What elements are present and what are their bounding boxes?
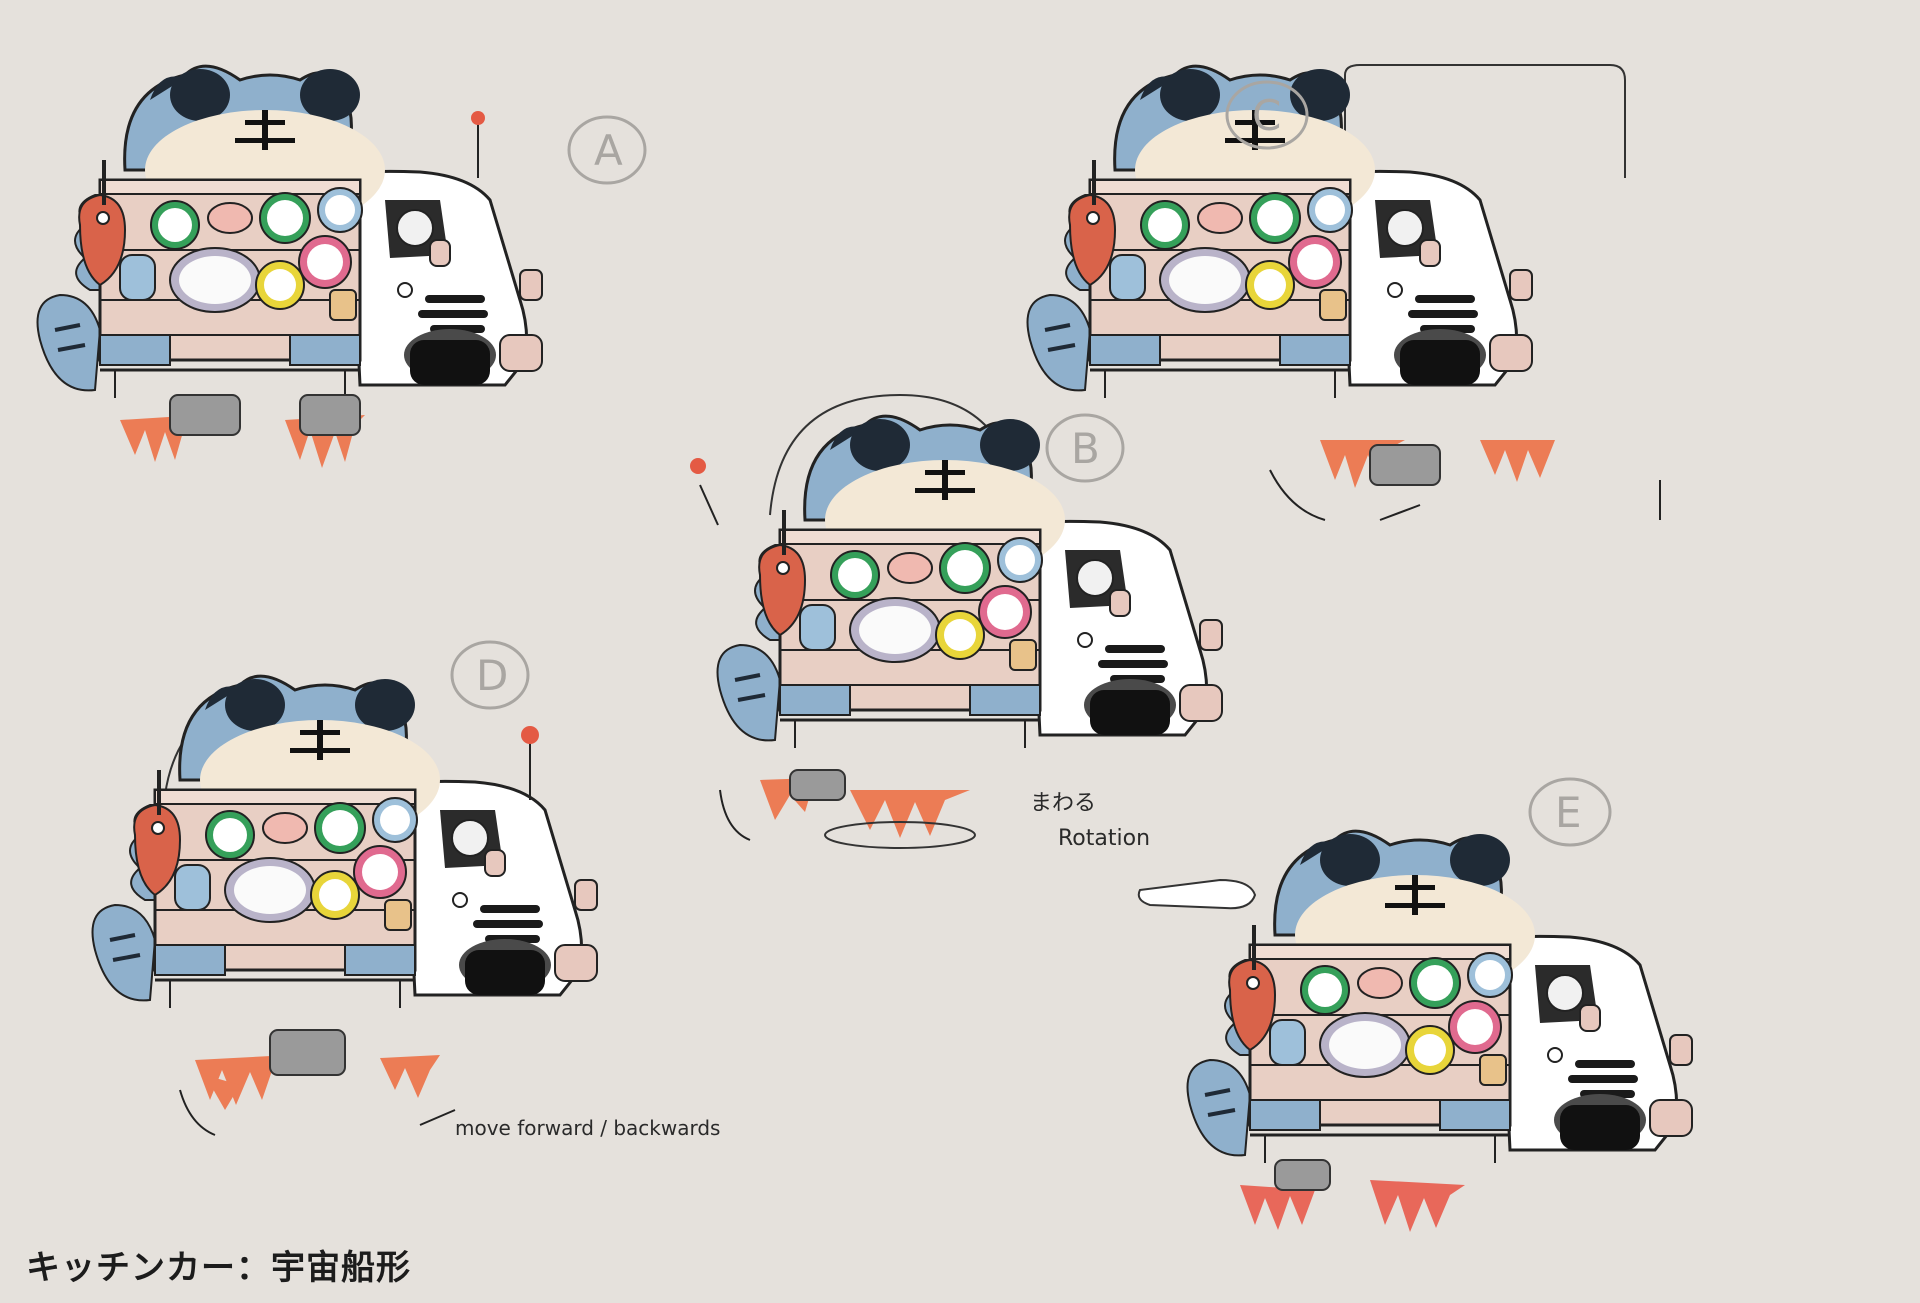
annotation-rotation-en: Rotation: [1058, 826, 1150, 851]
annotation-rotation-jp: まわる: [1030, 791, 1096, 816]
variant-b: B まわる Rotation: [690, 393, 1224, 851]
page-title: キッチンカー：宇宙船形: [26, 1248, 411, 1288]
label-a: A: [594, 126, 623, 175]
label-e: E: [1555, 788, 1582, 837]
label-c: C: [1252, 91, 1281, 140]
variant-a: A: [35, 64, 647, 469]
variant-c: C: [1025, 64, 1661, 521]
variant-e: E: [1137, 777, 1694, 1232]
variant-d: D move forward / backwards: [90, 640, 720, 1140]
annotation-move: move forward / backwards: [455, 1116, 720, 1140]
label-b: B: [1071, 424, 1100, 473]
label-d: D: [476, 651, 508, 700]
